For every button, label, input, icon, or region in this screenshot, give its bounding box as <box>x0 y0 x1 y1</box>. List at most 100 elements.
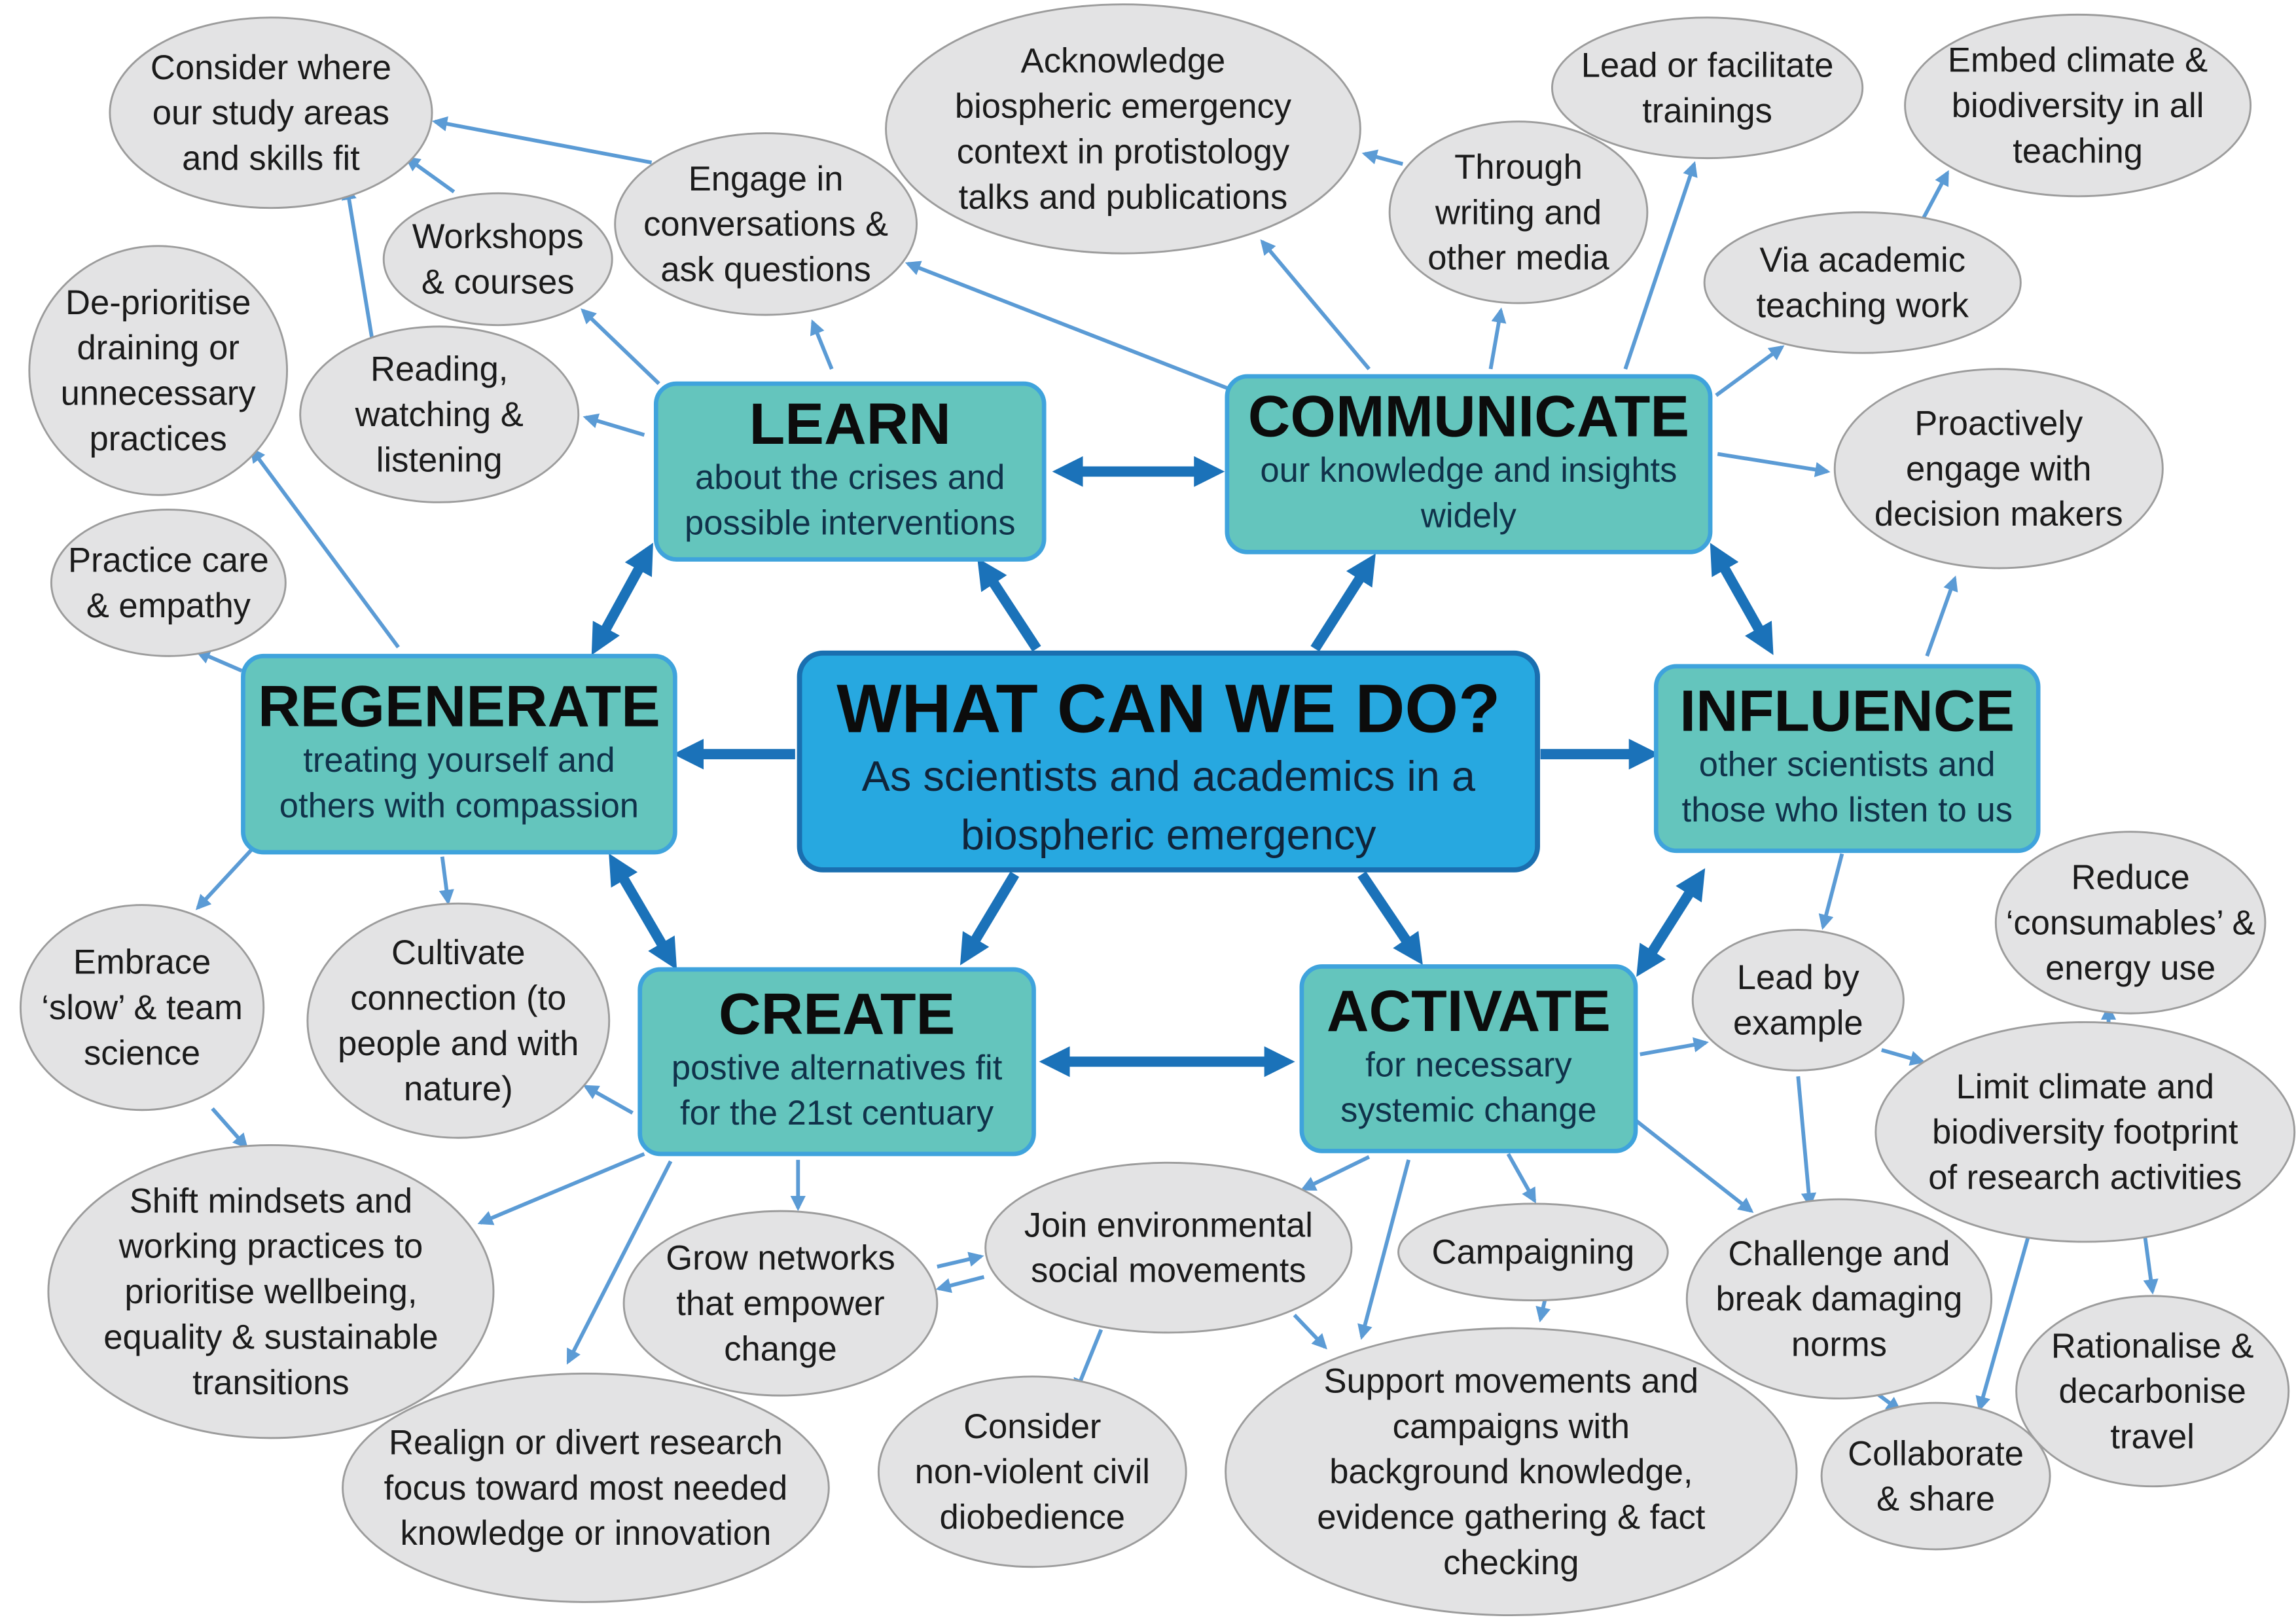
category-title: COMMUNICATE <box>1248 384 1689 449</box>
bubble-line: biospheric emergency <box>955 87 1292 126</box>
bubble-line: Cultivate <box>391 933 526 972</box>
connector-arrow <box>195 848 253 911</box>
bubble-line: decision makers <box>1874 495 2123 533</box>
bubble-line: Collaborate <box>1848 1434 2024 1473</box>
bubble-line: teaching work <box>1757 286 1969 325</box>
category-subtitle: for the 21st centuary <box>680 1094 994 1132</box>
category-title: INFLUENCE <box>1679 677 2015 743</box>
bubble-line: conversations & <box>643 205 888 244</box>
bubble-line: travel <box>2110 1418 2195 1456</box>
bubble-shape <box>1225 1327 1798 1617</box>
action-bubble: Campaigning <box>1397 1202 1669 1302</box>
bubble-shape <box>1833 368 2164 569</box>
connector-arrow <box>2143 1237 2159 1295</box>
category-subtitle: postive alternatives fit <box>672 1049 1003 1087</box>
bubble-line: & courses <box>422 263 575 302</box>
category-subtitle: widely <box>1420 496 1517 535</box>
bubble-shape <box>1703 211 2022 354</box>
central-title: WHAT CAN WE DO? <box>836 671 1500 748</box>
connector-arrow <box>937 1252 984 1269</box>
bubble-text: Reading,watching &listening <box>355 350 524 480</box>
bubble-shape <box>382 192 613 327</box>
connector-arrow <box>341 184 376 348</box>
central-question: WHAT CAN WE DO?As scientists and academi… <box>797 650 1540 873</box>
connector-arrow <box>1488 307 1507 370</box>
category-subtitle: for necessary <box>1365 1045 1572 1084</box>
category-subtitle: those who listen to us <box>1681 791 2012 829</box>
connector-arrow <box>935 1274 985 1293</box>
bubble-line: Join environmental <box>1024 1206 1313 1244</box>
category-subtitle: about the crises and <box>695 458 1005 497</box>
category-box <box>1653 664 2041 854</box>
connector-arrow <box>581 308 660 386</box>
bubble-line: campaigns with <box>1393 1407 1630 1446</box>
bubble-shape <box>1874 1021 2296 1243</box>
category-title: LEARN <box>749 391 951 456</box>
bubble-shape <box>306 902 611 1139</box>
connector-arrow <box>404 156 456 194</box>
bubble-line: Rationalise & <box>2051 1327 2254 1365</box>
bubble-shape <box>109 16 433 209</box>
bubble-shape <box>47 1144 495 1439</box>
bubble-line: knowledge or innovation <box>400 1514 771 1553</box>
category-subtitle: systemic change <box>1340 1091 1596 1130</box>
bubble-line: checking <box>1443 1543 1579 1582</box>
connector-arrow <box>1293 1313 1327 1350</box>
bubble-line: Reduce <box>2072 858 2190 897</box>
bubble-line: focus toward most needed <box>384 1469 788 1507</box>
category-box <box>637 967 1036 1157</box>
category-box <box>1299 964 1638 1153</box>
bubble-line: nature) <box>404 1070 513 1108</box>
bubble-line: Practice care <box>68 541 269 580</box>
bubble-shape <box>885 3 1361 255</box>
bubble-line: evidence gathering & fact <box>1317 1498 1706 1537</box>
connector-arrow <box>905 261 1228 390</box>
bubble-shape <box>614 132 918 316</box>
bubble-line: Through <box>1454 148 1583 187</box>
bubble-line: Realign or divert research <box>389 1423 783 1462</box>
bubble-line: draining or <box>77 329 239 367</box>
central-subtitle: As scientists and academics in a <box>862 752 1476 800</box>
bubble-line: energy use <box>2045 949 2215 988</box>
connector-arrow <box>477 1152 645 1225</box>
connector-arrow <box>1535 1299 1551 1323</box>
bubble-shape <box>342 1372 830 1603</box>
bubble-line: transitions <box>192 1363 350 1402</box>
connector-arrow <box>1361 149 1404 166</box>
bubble-line: watching & <box>355 395 524 434</box>
category-title: ACTIVATE <box>1327 978 1611 1043</box>
connector-arrow <box>1715 345 1785 397</box>
category-subtitle: other scientists and <box>1699 746 1996 784</box>
bubble-line: Shift mindsets and <box>130 1182 412 1220</box>
bubble-line: Acknowledge <box>1021 42 1226 81</box>
bubble-line: teaching <box>2013 132 2143 170</box>
bubble-line: Campaigning <box>1432 1233 1635 1272</box>
bubble-line: De-prioritise <box>65 283 251 322</box>
category-subtitle: our knowledge and insights <box>1260 451 1677 490</box>
bubble-line: engage with <box>1906 450 2091 488</box>
bubble-shape <box>622 1210 939 1397</box>
connector-arrow <box>250 447 400 649</box>
bubble-text: Workshops& courses <box>412 217 584 301</box>
